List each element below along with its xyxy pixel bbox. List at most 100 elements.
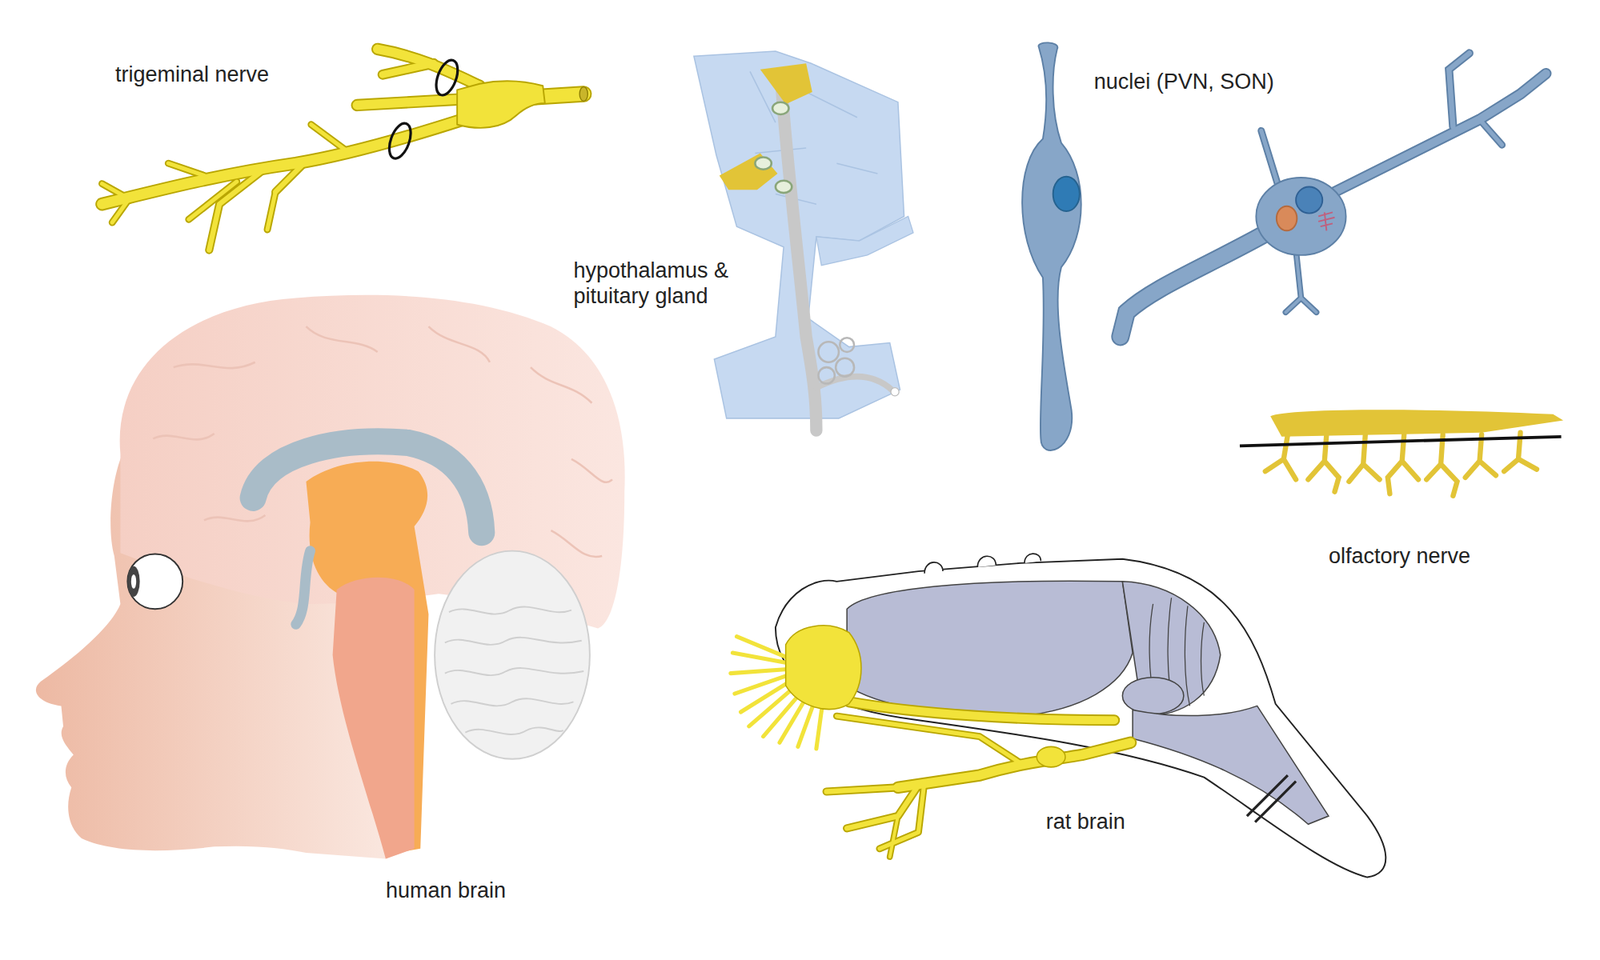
trigeminal-nerve-part-part [101, 117, 470, 205]
hypothalamus-pituitary-part [749, 71, 878, 205]
rat-brain-part [924, 553, 1041, 574]
neuron-cells-part-part [1285, 250, 1316, 313]
neuron-cells-part-part [1261, 130, 1278, 184]
hypothalamus-pituitary [693, 51, 914, 431]
rat-brain-part-part-part [890, 816, 899, 858]
trigeminal-nerve-part-part [382, 63, 434, 75]
hypothalamus-pituitary-part-part [818, 341, 839, 362]
olfactory-nerve-part-part [1426, 434, 1457, 496]
neuron-cells-part [1120, 52, 1547, 337]
trigeminal-nerve-part-part [267, 192, 276, 230]
olfactory-nerve-part [1239, 437, 1562, 446]
rat-brain-part-part-part [898, 742, 1131, 788]
trigeminal-nerve-part [432, 57, 462, 99]
trigeminal-nerve-part-part [377, 48, 480, 86]
human-brain-part [445, 607, 584, 735]
trigeminal-nerve-part-part [168, 163, 205, 176]
rat-brain-part [849, 701, 1115, 721]
rat-brain-part-part [826, 716, 1131, 858]
rat-brain-part-part-part [890, 816, 899, 858]
neuron-cells-part-part [1120, 234, 1264, 337]
neuron-cells-part [1276, 206, 1297, 232]
olfactory-nerve-part-part [1265, 434, 1296, 480]
trigeminal-nerve-part-part [377, 48, 480, 86]
human-brain-part [127, 566, 140, 598]
trigeminal-nerve-part-part [356, 99, 465, 106]
rat-brain-part-part-part [836, 716, 1020, 764]
rat-brain-part-part-part [826, 787, 899, 792]
human-brain [36, 295, 626, 860]
neuron-cells-part-part [1448, 52, 1469, 127]
neuron-cells-part [1120, 52, 1547, 337]
trigeminal-nerve-part-part [311, 124, 348, 152]
neuron-cells-part-part [1326, 73, 1546, 197]
neuron-cells-part-part [1120, 234, 1264, 337]
human-brain-part [434, 551, 590, 760]
trigeminal-nerve-part-part [101, 117, 470, 205]
trigeminal-nerve-part [384, 120, 415, 162]
trigeminal-nerve-part-part [356, 99, 465, 106]
hypothalamus-pituitary-part [816, 216, 914, 265]
illustration-label: nuclei (PVN, SON) [1094, 68, 1275, 95]
rat-brain-part [826, 716, 1131, 858]
rat-brain [730, 553, 1387, 878]
illustration-label: human brain [385, 878, 506, 904]
human-brain-part [131, 574, 137, 590]
rat-brain-part [785, 625, 862, 710]
illustration-label: rat brain [1046, 809, 1126, 835]
rat-brain-part-part-part [826, 787, 899, 792]
rat-brain-part [1132, 705, 1329, 825]
neuron-cells-part [1053, 176, 1080, 212]
hypothalamus-pituitary-part [760, 63, 813, 105]
trigeminal-nerve-part-part [382, 63, 434, 75]
illustration-label: olfactory nerve [1328, 543, 1471, 570]
hypothalamus-pituitary-part [780, 73, 817, 431]
neuron-cells-part-part [1479, 119, 1503, 145]
rat-brain-part-part-part [846, 785, 919, 830]
rat-brain-part-part-part [879, 781, 925, 850]
trigeminal-nerve-part-part [101, 184, 128, 199]
trigeminal-nerve-part [579, 87, 588, 102]
hypothalamus-pituitary-part [772, 102, 789, 115]
hypothalamus-pituitary-part-part [835, 358, 855, 377]
rat-brain-part-part-part [836, 716, 1020, 764]
rat-brain-part [1122, 581, 1220, 717]
hypothalamus-pituitary-part [818, 337, 855, 384]
rat-brain-part-part [826, 716, 1131, 858]
hypothalamus-pituitary-part [754, 157, 771, 170]
neuron-cells-part [1295, 186, 1323, 213]
neuron-cells-part [1255, 177, 1346, 256]
olfactory-nerve-part-part [1465, 434, 1496, 478]
illustration-label: trigeminal nerve [115, 61, 269, 88]
trigeminal-nerve-part-part [188, 181, 237, 220]
human-brain-part [127, 553, 183, 610]
hypothalamus-pituitary-part-part [839, 337, 855, 353]
neuron-cells [1022, 42, 1546, 451]
olfactory-nerve [1239, 409, 1564, 496]
trigeminal-nerve-part [101, 48, 584, 250]
trigeminal-nerve-part-part [275, 161, 306, 193]
neuron-cells-part-part [1326, 73, 1546, 197]
trigeminal-nerve-part-part [311, 124, 348, 152]
neuron-cells-part-part [1285, 250, 1316, 313]
trigeminal-nerve-part [101, 48, 584, 250]
neuron-cells-part-part [1448, 52, 1469, 127]
olfactory-nerve-part-part [1387, 434, 1419, 494]
neuron-cells-part-part [1261, 130, 1278, 184]
trigeminal-nerve-part-part [188, 181, 237, 220]
trigeminal-nerve-part [457, 80, 546, 129]
hypothalamus-pituitary-part [719, 152, 778, 190]
human-brain-part [252, 441, 482, 534]
neuron-cells-part [1022, 42, 1082, 451]
human-brain-part [296, 551, 311, 626]
human-brain-part [332, 577, 415, 860]
olfactory-nerve-part [1270, 409, 1564, 437]
trigeminal-nerve-part-part [168, 163, 205, 176]
rat-brain-part [849, 701, 1115, 721]
hypothalamus-pituitary-part-part [818, 367, 835, 384]
illustration-label: hypothalamus & pituitary gland [573, 257, 758, 310]
hypothalamus-pituitary-part [775, 180, 792, 193]
trigeminal-nerve-part-part [267, 192, 276, 230]
neuron-cells-part-part [1479, 119, 1503, 145]
